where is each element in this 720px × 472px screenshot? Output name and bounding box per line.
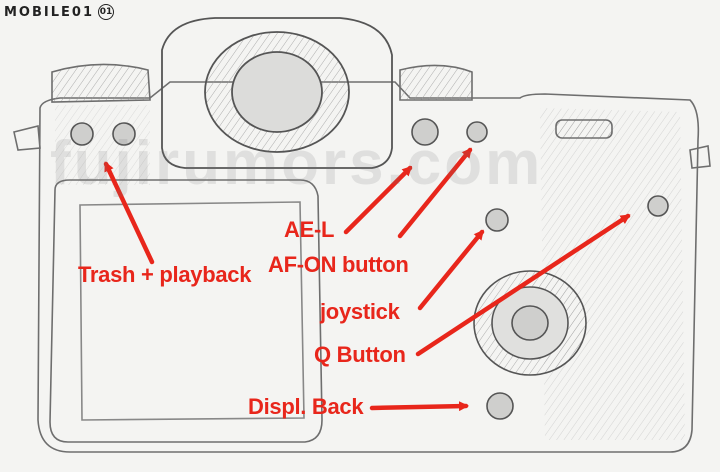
arrow-af-on <box>397 147 473 239</box>
arrow-displ <box>369 401 469 412</box>
label-ae-l: AE-L <box>284 217 335 242</box>
lcd-screen <box>49 179 323 443</box>
label-af-on: AF-ON button <box>268 252 409 277</box>
label-trash-playback: Trash + playback <box>78 262 252 287</box>
ae-l-button <box>411 118 439 146</box>
q-button <box>647 195 669 217</box>
af-on-button <box>466 121 488 143</box>
arrow-ae-l <box>343 165 413 235</box>
trash-button <box>70 122 94 146</box>
viewfinder <box>161 17 393 169</box>
label-q-button: Q Button <box>314 342 406 367</box>
brand-logo: MOBILE01 01 <box>4 4 114 20</box>
label-joystick: joystick <box>320 299 400 324</box>
arrow-joystick <box>417 229 485 311</box>
four-way-controller <box>473 270 587 376</box>
playback-button <box>112 122 136 146</box>
label-displ-back: Displ. Back <box>248 394 364 419</box>
watermark: fujirumors.com <box>50 129 544 198</box>
brand-text: MOBILE01 <box>4 4 94 20</box>
arrow-trash <box>103 161 155 265</box>
joystick-button <box>485 208 509 232</box>
brand-badge-icon: 01 <box>98 4 114 20</box>
display-back-button <box>486 392 514 420</box>
arrow-q <box>415 213 631 357</box>
